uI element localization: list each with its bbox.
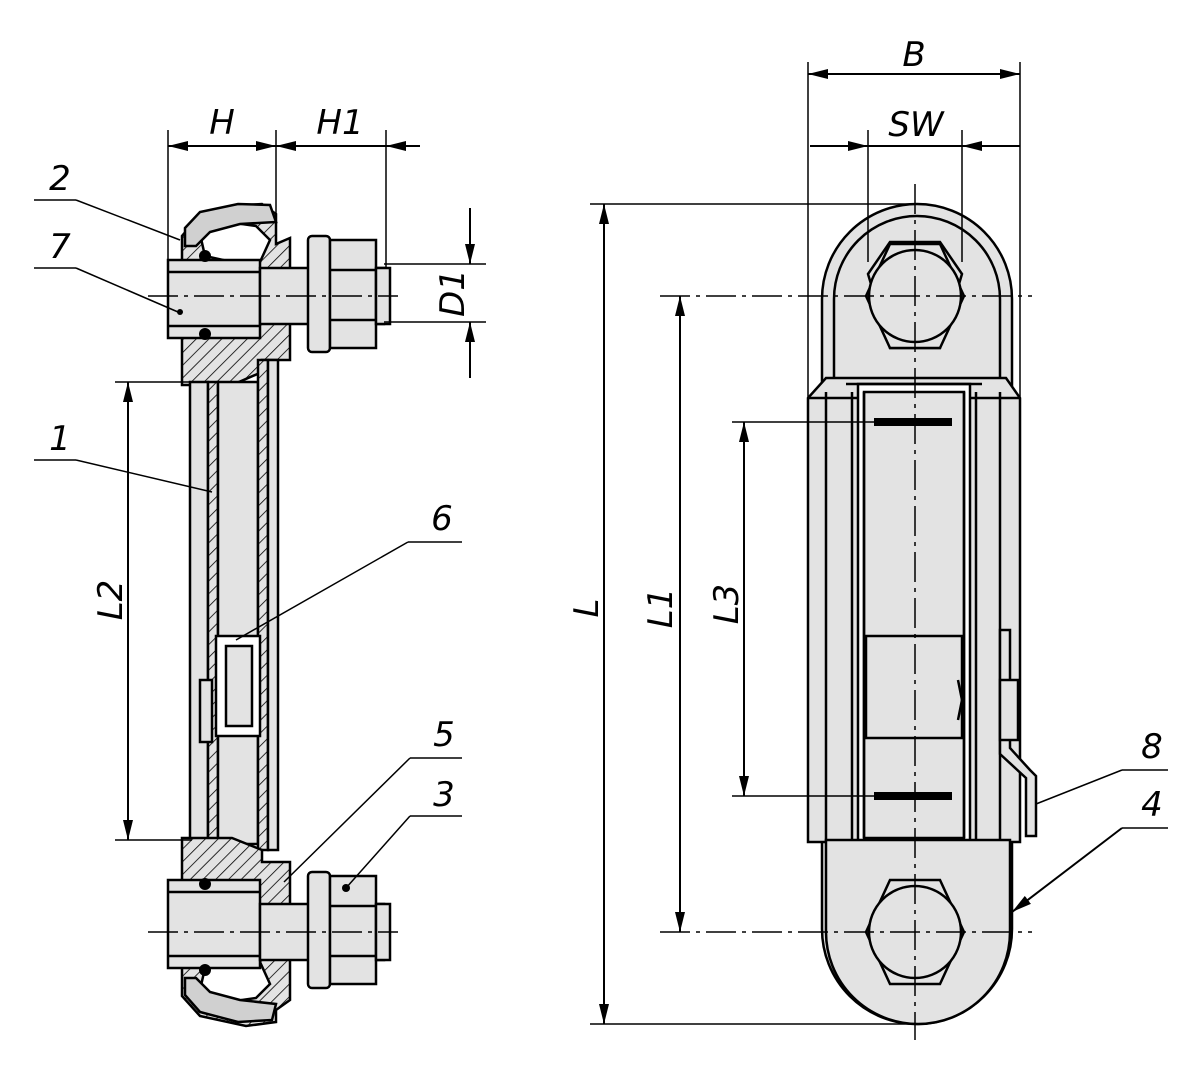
bottom-nut [328,874,378,986]
bottom-cap [183,976,278,1024]
float-front [864,634,964,740]
top-cap [183,202,278,248]
label-H1: H1 [316,103,363,143]
label-L3: L3 [707,584,747,625]
label-L2: L2 [91,580,131,621]
label-L: L [567,599,607,618]
callout-6: 6 [431,499,453,539]
side-view: H H1 D1 L2 2 7 1 6 5 3 [34,103,486,1028]
clip-block [998,678,1020,742]
tube-outer-left [188,380,210,846]
callout-1: 1 [49,419,71,459]
front-view: B SW L L1 L3 8 4 [567,35,1168,1040]
top-washer [306,234,332,354]
callout-7: 7 [49,227,71,267]
label-SW: SW [888,105,945,145]
float [224,644,254,728]
label-H: H [209,103,235,143]
callout-8: 8 [1141,727,1163,767]
top-nut [328,238,378,350]
tube-outer-right [266,358,280,852]
sight-glass [862,390,966,840]
callout-2: 2 [49,159,71,199]
top-seal-dot [177,309,183,315]
label-L1: L1 [641,588,681,629]
callout-4: 4 [1141,785,1163,825]
top-oring-2 [199,328,211,340]
callout-5: 5 [433,715,455,755]
bottom-washer [306,870,332,990]
top-oring [199,250,211,262]
tube-wall-right [256,358,270,852]
label-B: B [902,35,925,75]
max-mark [874,418,952,426]
min-mark [874,792,952,800]
callout-3: 3 [433,775,455,815]
bottom-bolt-head [166,878,262,970]
tube-wall-left [206,380,220,846]
float-marker [198,678,214,744]
tube-inside [216,380,260,846]
label-D1: D1 [433,269,473,317]
